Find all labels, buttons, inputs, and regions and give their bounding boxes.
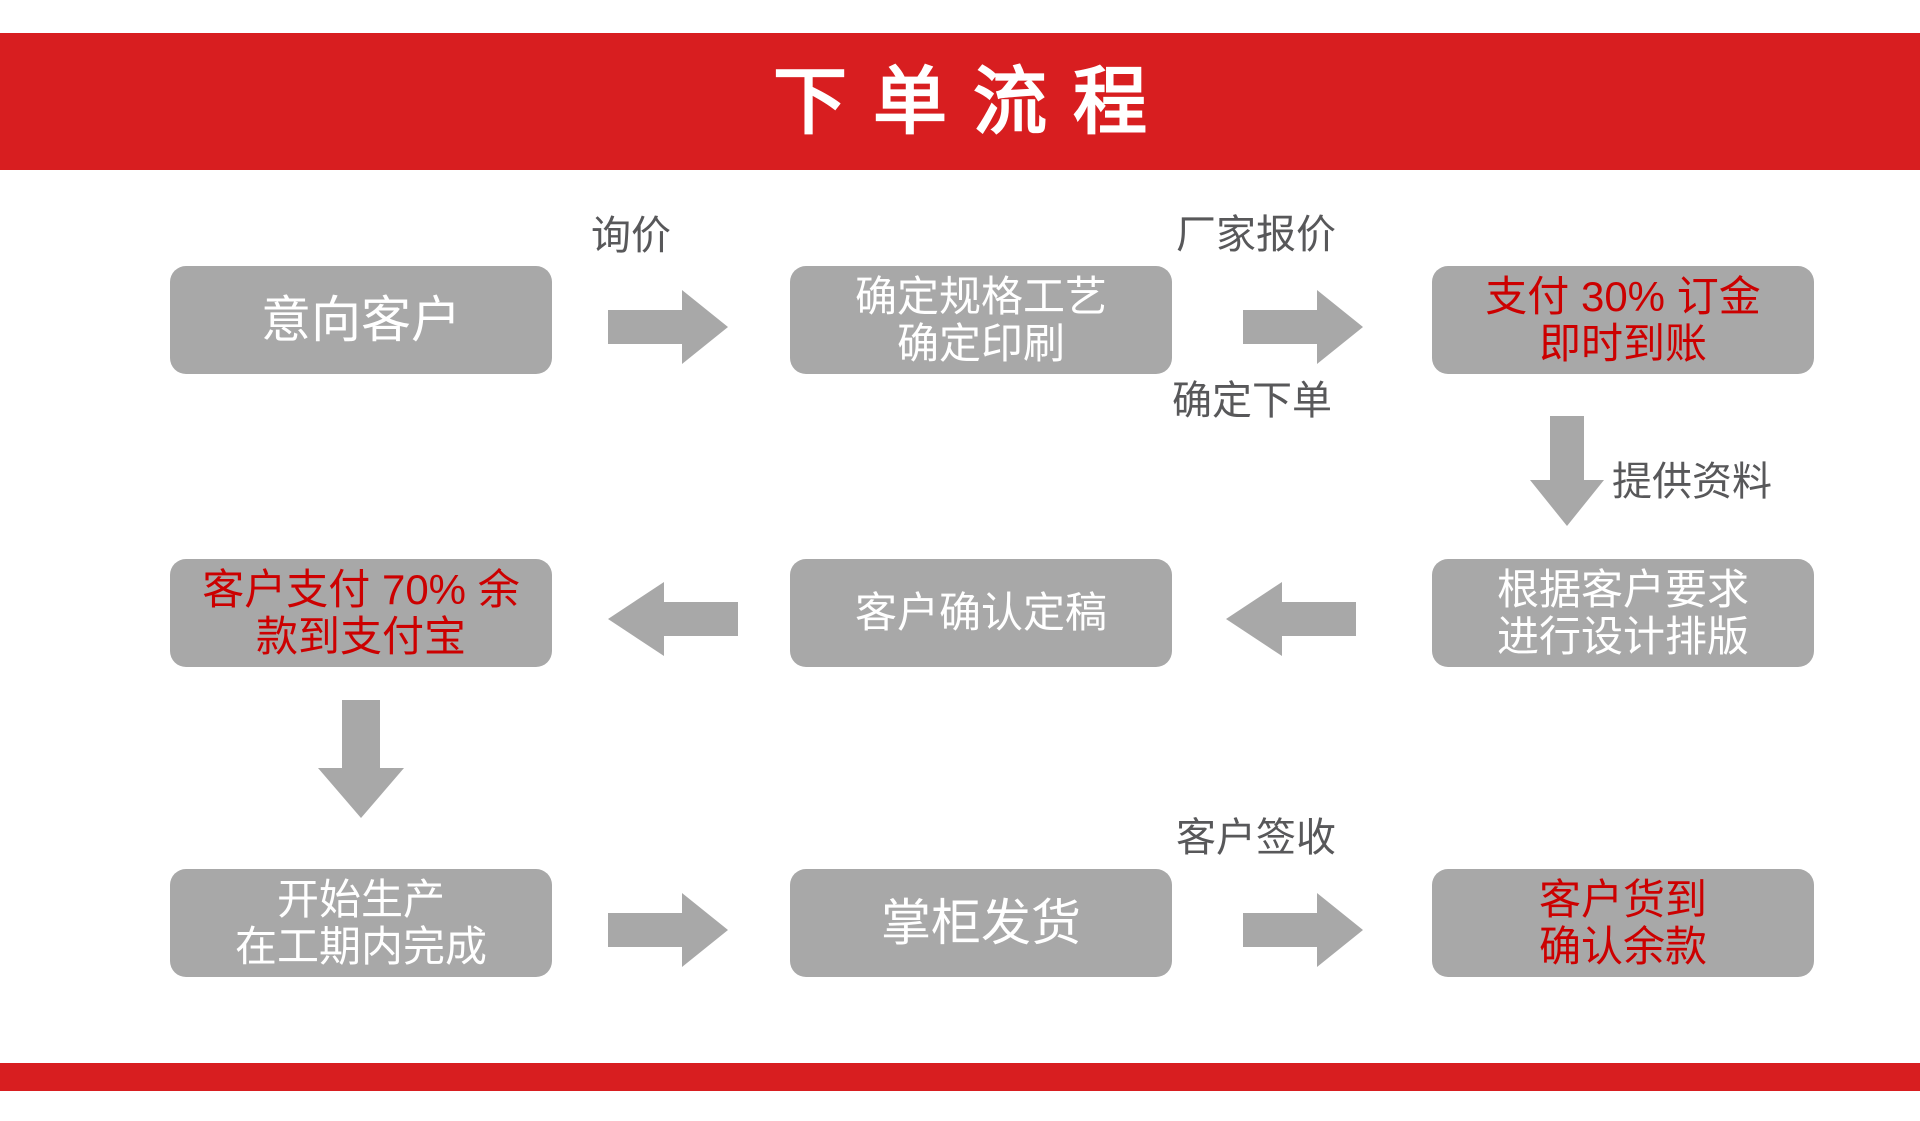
node-line: 即时到账 [1538, 320, 1707, 367]
node-line: 客户支付 70% 余 [202, 565, 520, 613]
arrow-right-to-ship [608, 893, 728, 967]
page-title: 下单流程 [773, 59, 1173, 143]
node-line: 掌柜发货 [881, 895, 1081, 951]
node-intended-customer: 意向客户 [170, 266, 552, 374]
node-client-approve: 客户确认定稿 [790, 559, 1172, 667]
edge-label-client-sign: 客户签收 [1176, 816, 1336, 860]
node-line: 意向客户 [261, 292, 461, 348]
edge-label-factory-quote: 厂家报价 [1176, 213, 1336, 257]
arrow-right-factory-quote [1243, 290, 1363, 364]
bottom-banner [0, 1063, 1920, 1091]
node-design-layout: 根据客户要求 进行设计排版 [1432, 559, 1814, 667]
node-line: 支付 30% 订金 [1485, 272, 1761, 320]
node-line: 在工期内完成 [234, 923, 487, 970]
arrow-right-inquiry [608, 290, 728, 364]
arrow-down-provide-docs [1530, 416, 1604, 526]
top-banner [0, 33, 1920, 170]
node-specs-printing: 确定规格工艺 确定印刷 [790, 266, 1172, 374]
node-confirm-balance: 客户货到 确认余款 [1432, 869, 1814, 977]
arrow-down-to-production [318, 700, 404, 818]
node-start-production: 开始生产 在工期内完成 [170, 869, 552, 977]
node-line: 确定印刷 [896, 320, 1065, 367]
node-line: 款到支付宝 [255, 613, 466, 660]
node-pay-70-percent: 客户支付 70% 余 款到支付宝 [170, 559, 552, 667]
edge-label-provide-docs: 提供资料 [1612, 460, 1772, 504]
node-line: 根据客户要求 [1496, 565, 1749, 613]
arrow-left-to-pay-70 [608, 582, 738, 656]
edge-label-inquiry: 询价 [591, 214, 671, 258]
node-line: 客户货到 [1538, 875, 1707, 923]
node-line: 进行设计排版 [1496, 613, 1749, 660]
arrow-right-client-sign [1243, 893, 1363, 967]
node-seller-ship: 掌柜发货 [790, 869, 1172, 977]
node-deposit-30-percent: 支付 30% 订金 即时到账 [1432, 266, 1814, 374]
arrow-left-to-client-approve [1226, 582, 1356, 656]
node-line: 确认余款 [1538, 923, 1707, 970]
node-line: 开始生产 [276, 875, 445, 923]
node-line: 客户确认定稿 [854, 589, 1107, 637]
edge-label-confirm-order: 确定下单 [1172, 379, 1332, 423]
node-line: 确定规格工艺 [854, 272, 1107, 320]
